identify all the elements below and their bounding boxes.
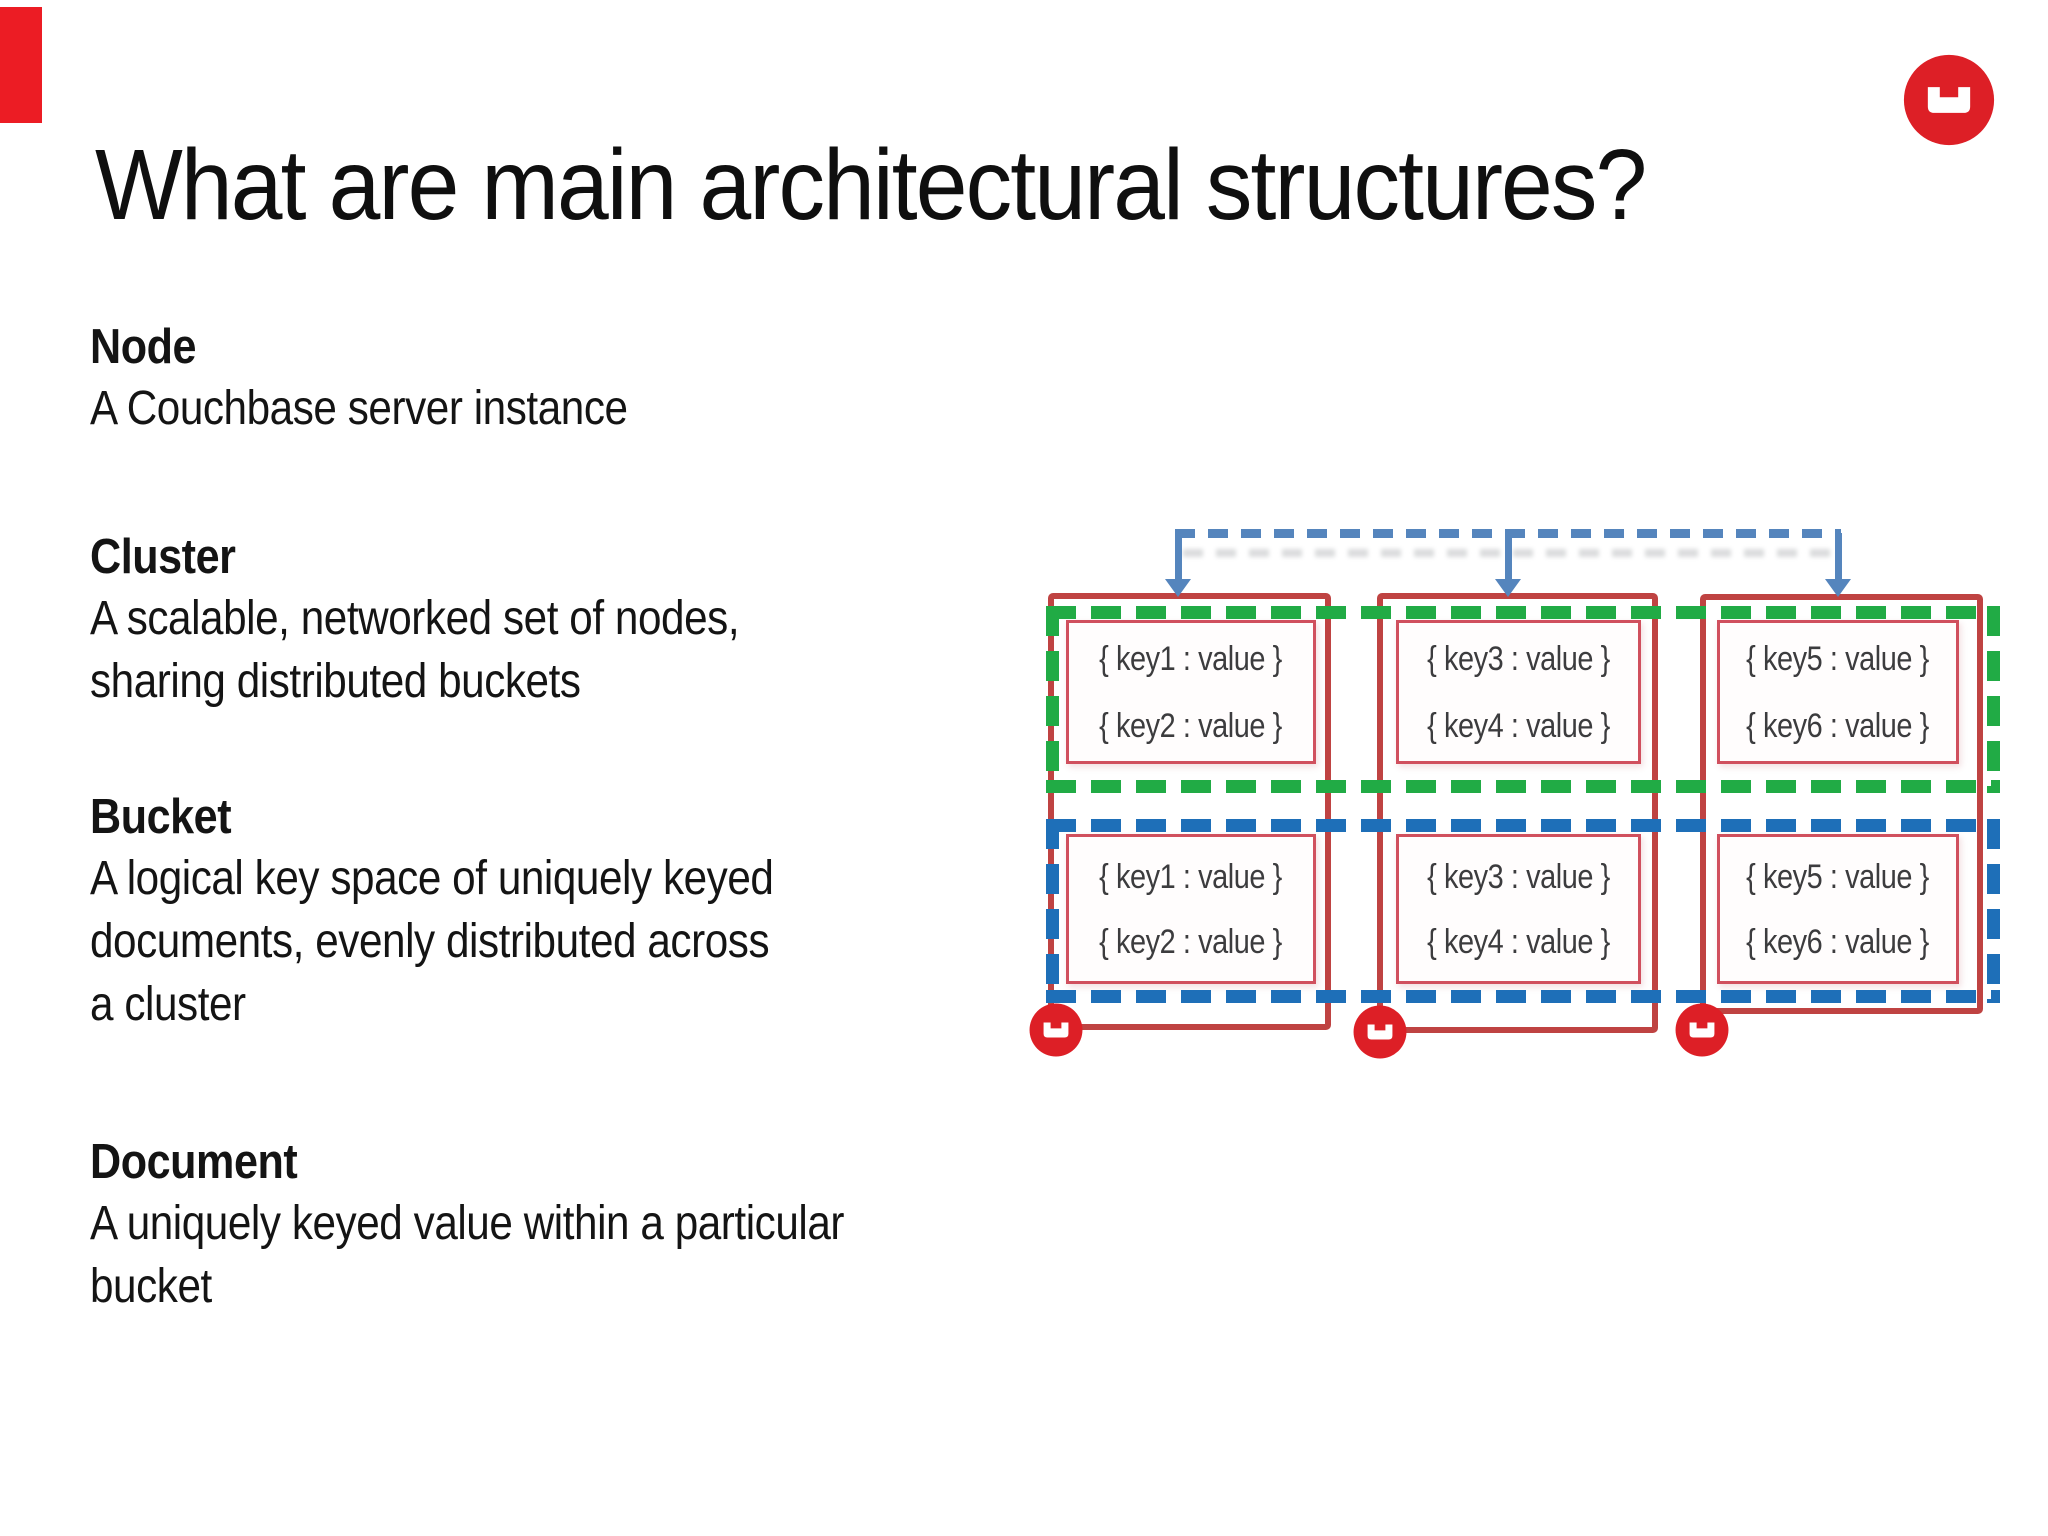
section-node: Node A Couchbase server instance <box>90 317 970 440</box>
down-arrow-icon <box>1825 533 1851 597</box>
bucket-a-edge-top <box>1046 606 2000 619</box>
section-heading: Bucket <box>90 790 232 844</box>
down-arrow-icon <box>1495 533 1521 597</box>
arrow-stem <box>1834 533 1842 580</box>
section-document: Document A uniquely keyed value within a… <box>90 1132 970 1318</box>
section-line: A logical key space of uniquely keyed <box>90 852 774 905</box>
arrow-head <box>1825 579 1851 597</box>
bucket-b-edge-bottom <box>1046 990 2000 1003</box>
node-couchbase-icon <box>1675 1003 1729 1057</box>
couchbase-logo-icon <box>1903 54 1995 146</box>
kv-pair: { key2 : value } <box>1099 706 1283 745</box>
kv-pair: { key6 : value } <box>1746 922 1930 961</box>
bucket-a-edge-right <box>1987 606 2000 793</box>
section-cluster: Cluster A scalable, networked set of nod… <box>90 527 970 713</box>
document-box: { key5 : value } { key6 : value } <box>1717 834 1959 984</box>
section-line: A Couchbase server instance <box>90 382 628 435</box>
kv-pair: { key4 : value } <box>1427 922 1610 961</box>
section-heading: Cluster <box>90 530 236 584</box>
document-box: { key1 : value } { key2 : value } <box>1066 834 1316 984</box>
document-box: { key3 : value } { key4 : value } <box>1396 620 1641 764</box>
document-box: { key5 : value } { key6 : value } <box>1717 620 1959 764</box>
bucket-b-edge-right <box>1987 819 2000 1003</box>
kv-pair: { key2 : value } <box>1099 922 1283 961</box>
document-box: { key3 : value } { key4 : value } <box>1396 834 1641 984</box>
section-line: documents, evenly distributed across <box>90 915 770 968</box>
down-arrow-icon <box>1165 533 1191 597</box>
arrow-stem <box>1504 533 1512 580</box>
node-couchbase-icon <box>1353 1005 1407 1059</box>
section-line: bucket <box>90 1260 212 1313</box>
accent-bar <box>0 7 42 123</box>
arrow-head <box>1495 579 1521 597</box>
bucket-a-edge-bottom <box>1046 780 2000 793</box>
kv-pair: { key3 : value } <box>1427 857 1610 896</box>
kv-pair: { key5 : value } <box>1746 857 1930 896</box>
section-line: A uniquely keyed value within a particul… <box>90 1197 845 1250</box>
kv-pair: { key5 : value } <box>1746 639 1930 678</box>
bucket-b-edge-top <box>1046 819 2000 832</box>
page-title: What are main architectural structures? <box>95 129 1647 241</box>
node-couchbase-icon <box>1029 1003 1083 1057</box>
section-line: a cluster <box>90 978 246 1031</box>
section-line: A scalable, networked set of nodes, <box>90 592 740 645</box>
section-heading: Document <box>90 1135 298 1189</box>
section-heading: Node <box>90 320 197 374</box>
bucket-a-edge-left <box>1046 606 1059 793</box>
arrow-head <box>1165 579 1191 597</box>
document-box: { key1 : value } { key2 : value } <box>1066 620 1316 764</box>
kv-pair: { key4 : value } <box>1427 706 1610 745</box>
arrow-stem <box>1174 533 1182 580</box>
section-bucket: Bucket A logical key space of uniquely k… <box>90 787 970 1036</box>
section-line: sharing distributed buckets <box>90 655 581 708</box>
bucket-b-edge-left <box>1046 819 1059 1003</box>
kv-pair: { key6 : value } <box>1746 706 1930 745</box>
kv-pair: { key1 : value } <box>1099 639 1283 678</box>
node-box-3 <box>1700 594 1983 1014</box>
kv-pair: { key1 : value } <box>1099 857 1283 896</box>
kv-pair: { key3 : value } <box>1427 639 1610 678</box>
